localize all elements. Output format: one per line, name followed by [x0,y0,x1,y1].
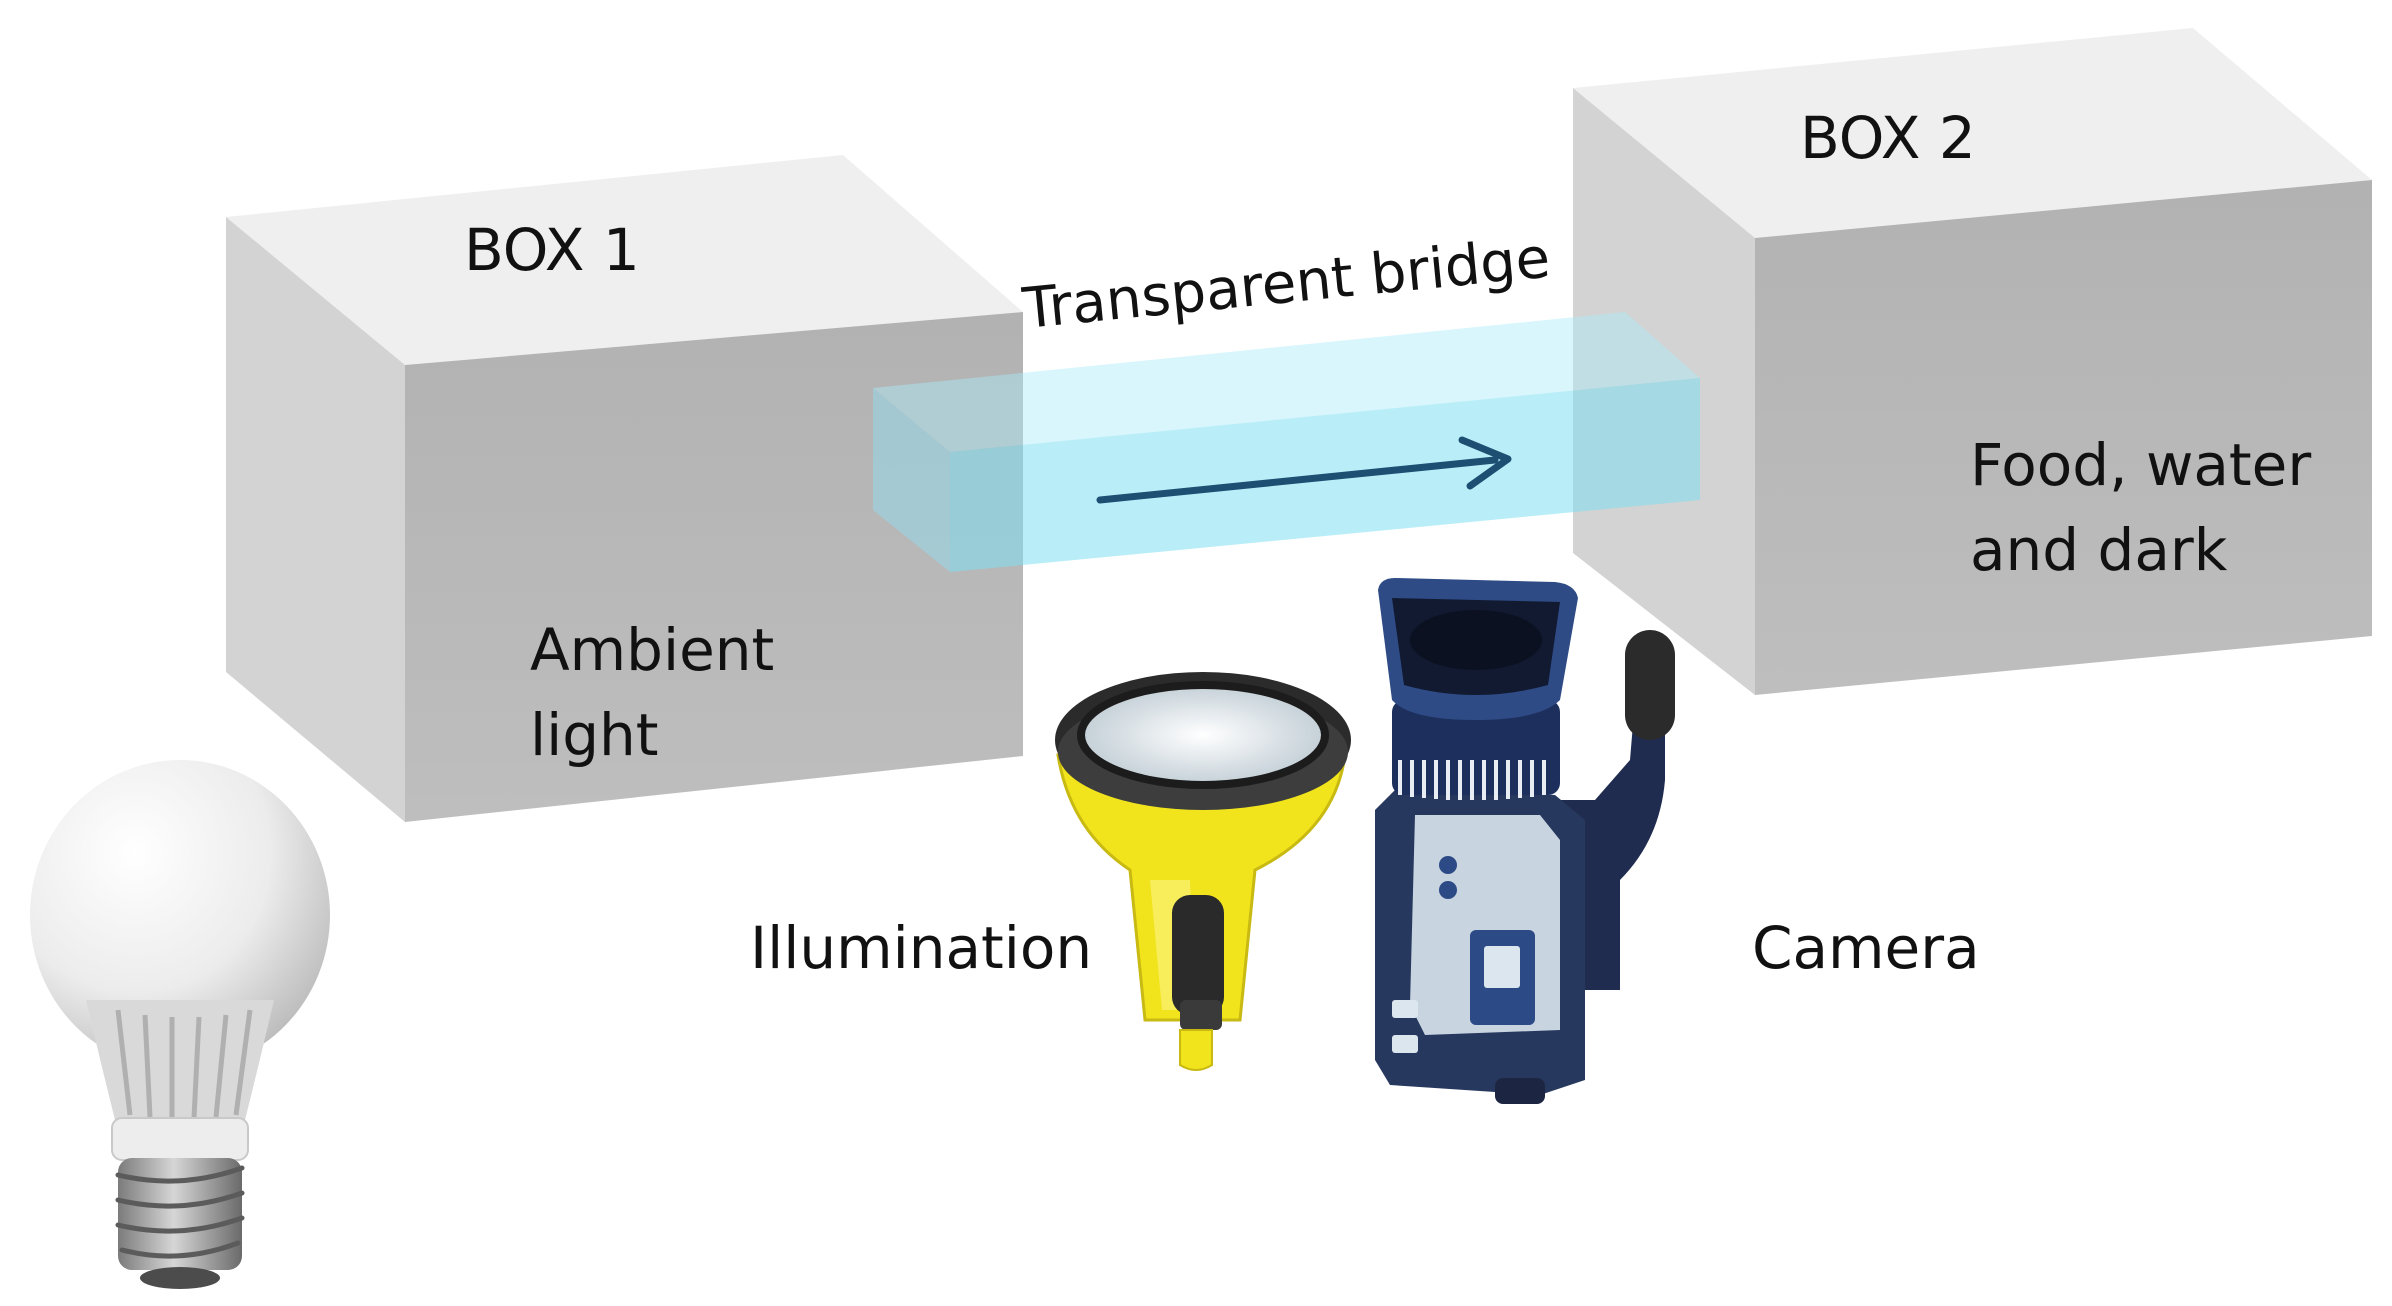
box-2-label: BOX 2 [1800,104,1976,172]
box-1-left-face [226,217,405,822]
arrow-right-icon [1096,436,1512,504]
video-camera-icon [1375,578,1675,1104]
flashlight-icon [1055,672,1351,1071]
food-water-line1: Food, water [1970,431,2311,499]
bridge-label: Transparent bridge [1019,226,1553,342]
bridge-top-face [873,312,1700,452]
illumination-label: Illumination [750,914,1092,982]
food-water-line2: and dark [1970,516,2228,584]
bridge-left-face [873,388,950,572]
camera-label: Camera [1752,914,1980,982]
box-2 [1573,28,2372,695]
box-1 [226,155,1023,822]
box-1-front-face [405,312,1023,822]
box-2-top-face [1573,28,2372,238]
light-bulb-icon [30,760,330,1289]
ambient-light-line2: light [530,701,659,769]
box-1-label: BOX 1 [464,216,640,284]
ambient-light-line1: Ambient [530,616,774,684]
box-2-front-face [1755,180,2372,695]
box-1-top-face [226,155,1023,365]
